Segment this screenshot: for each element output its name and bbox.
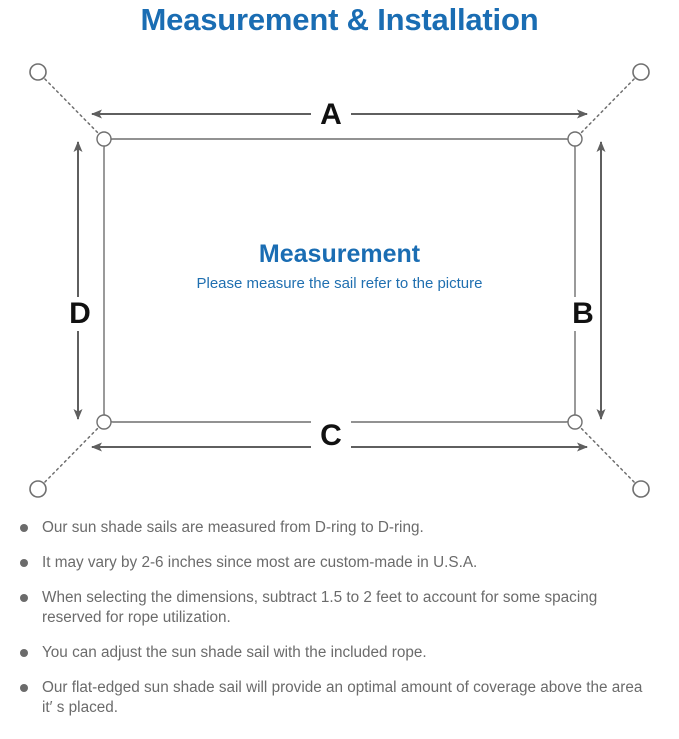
sail-rectangle: [103, 138, 576, 423]
note-text: Our flat-edged sun shade sail will provi…: [42, 679, 643, 716]
list-item: Our sun shade sails are measured from D-…: [12, 518, 651, 553]
list-item: You can adjust the sun shade sail with t…: [12, 643, 651, 678]
anchor-ring-icon-bottom-left: [29, 480, 47, 498]
page-title: Measurement & Installation: [140, 2, 539, 37]
note-text: You can adjust the sun shade sail with t…: [42, 644, 427, 661]
rope-bottom-right: [577, 424, 639, 487]
note-text: When selecting the dimensions, subtract …: [42, 589, 598, 626]
dimension-label-b: B: [566, 297, 600, 331]
dimension-label-c: C: [311, 419, 351, 453]
list-item: It may vary by 2-6 inches since most are…: [12, 553, 651, 588]
list-item: Our flat-edged sun shade sail will provi…: [12, 678, 651, 733]
anchor-ring-icon-top-right: [632, 63, 650, 81]
bullet-icon: [20, 559, 28, 567]
d-ring-icon-bottom-right: [567, 414, 583, 430]
anchor-ring-icon-bottom-right: [632, 480, 650, 498]
bullet-icon: [20, 524, 28, 532]
notes-list: Our sun shade sails are measured from D-…: [0, 518, 679, 739]
note-text: It may vary by 2-6 inches since most are…: [42, 554, 478, 571]
dimension-label-d: D: [62, 297, 98, 331]
measurement-diagram: Measurement Please measure the sail refe…: [0, 44, 679, 518]
d-ring-icon-top-right: [567, 131, 583, 147]
bullet-icon: [20, 649, 28, 657]
rope-bottom-left: [40, 424, 102, 487]
bullet-icon: [20, 594, 28, 602]
bullet-icon: [20, 684, 28, 692]
d-ring-icon-top-left: [96, 131, 112, 147]
d-ring-icon-bottom-left: [96, 414, 112, 430]
rope-top-left: [40, 74, 102, 137]
note-text: Our sun shade sails are measured from D-…: [42, 519, 424, 536]
list-item: When selecting the dimensions, subtract …: [12, 588, 651, 643]
anchor-ring-icon-top-left: [29, 63, 47, 81]
rope-top-right: [577, 74, 639, 137]
dimension-label-a: A: [311, 98, 351, 132]
